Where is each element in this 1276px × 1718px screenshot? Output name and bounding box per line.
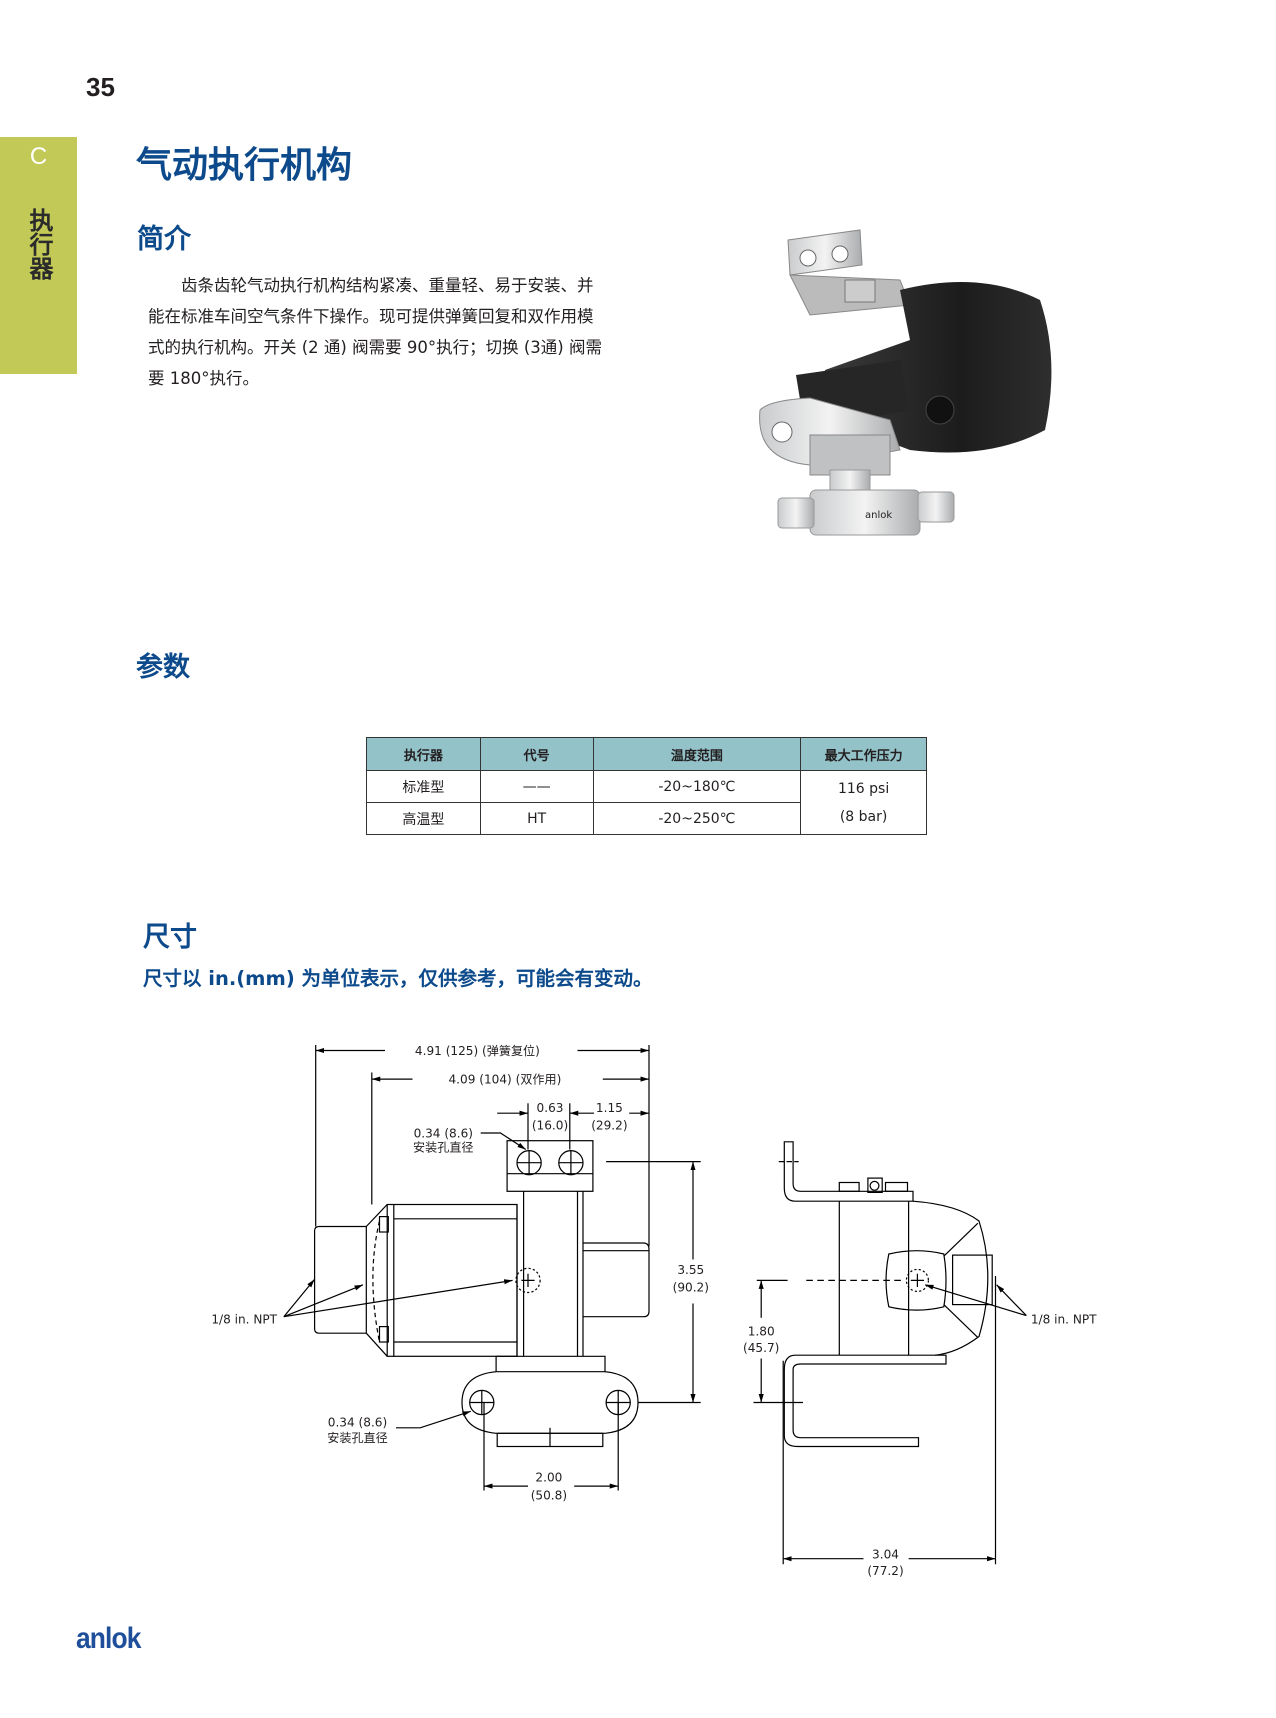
side-view-drawing (753, 1141, 1027, 1565)
intro-heading: 简介 (137, 224, 191, 255)
page-number: 35 (86, 72, 115, 102)
dimensions-note: 尺寸以 in.(mm) 为单位表示，仅供参考，可能会有变动。 (143, 967, 653, 990)
dim-height: 3.55 (677, 1263, 704, 1277)
dim-hole-spacing-bottom: 2.00 (535, 1471, 562, 1485)
cell-actuator: 标准型 (366, 770, 481, 803)
section-tab (0, 137, 77, 374)
section-letter: C (29, 143, 48, 170)
spec-table: 执行器 代号 温度范围 最大工作压力 标准型 —— -20~180℃ 116 p… (366, 737, 927, 835)
section-label: 执行器 (25, 208, 53, 280)
cell-code: —— (479, 770, 594, 803)
page-title: 气动执行机构 (136, 145, 353, 186)
dim-offset-top-mm: (29.2) (591, 1119, 627, 1133)
header-pressure: 最大工作压力 (800, 737, 927, 771)
pressure-bar: (8 bar) (839, 808, 888, 825)
brand-logo: anlok (76, 1622, 141, 1655)
dim-side-width: 3.04 (872, 1548, 899, 1562)
dim-mount-hole-bottom-label: 安装孔直径 (327, 1430, 387, 1445)
product-photo: anlok (759, 229, 1052, 536)
intro-paragraph: 齿条齿轮气动执行机构结构紧凑、重量轻、易于安装、并能在标准车间空气条件下操作。现… (148, 276, 602, 388)
dim-hole-spacing-top: 0.63 (537, 1101, 564, 1115)
photo-brand-mark: anlok (865, 510, 892, 521)
table-header-row: 执行器 代号 温度范围 最大工作压力 (366, 737, 927, 771)
dim-mount-hole-top-label: 安装孔直径 (413, 1140, 473, 1155)
dimensions-heading: 尺寸 (143, 922, 197, 953)
cell-pressure: 116 psi (8 bar) (800, 770, 927, 835)
dim-mount-hole-top: 0.34 (8.6) (414, 1126, 473, 1140)
params-heading: 参数 (136, 652, 190, 683)
dim-offset-top: 1.15 (596, 1101, 623, 1115)
dim-hole-spacing-top-mm: (16.0) (532, 1119, 568, 1133)
dim-hole-spacing-bottom-mm: (50.8) (531, 1488, 567, 1502)
dim-overall-spring: 4.91 (125) (弹簧复位) (415, 1043, 540, 1058)
dim-height-mm: (90.2) (673, 1280, 709, 1294)
header-actuator: 执行器 (366, 737, 481, 771)
npt-label-right: 1/8 in. NPT (1031, 1312, 1097, 1326)
dim-side-width-mm: (77.2) (867, 1564, 903, 1578)
dim-mount-hole-bottom: 0.34 (8.6) (328, 1416, 387, 1430)
dim-side-height-mm: (45.7) (743, 1341, 779, 1355)
header-temperature: 温度范围 (592, 737, 802, 771)
front-view-drawing (283, 1045, 701, 1491)
dim-overall-double: 4.09 (104) (双作用) (448, 1073, 561, 1087)
cell-temperature: -20~250℃ (592, 802, 802, 835)
dim-side-height: 1.80 (748, 1324, 775, 1338)
header-code: 代号 (479, 737, 594, 771)
pressure-psi: 116 psi (837, 780, 890, 797)
npt-label-left: 1/8 in. NPT (211, 1312, 277, 1326)
table-row: 高温型 HT -20~250℃ (366, 802, 927, 835)
